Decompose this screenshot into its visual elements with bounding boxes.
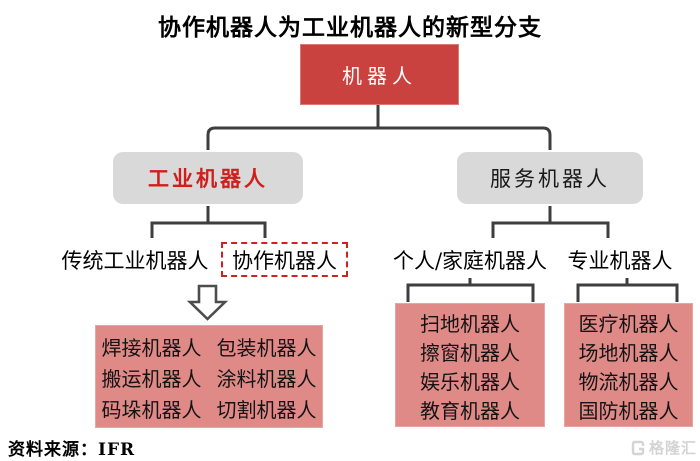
leaf-logistics-robot: 物流机器人 xyxy=(578,370,679,394)
list-item: 焊接机器人 包装机器人 xyxy=(96,333,322,364)
group-personal-robot-types: 扫地机器人 擦窗机器人 娱乐机器人 教育机器人 xyxy=(395,303,545,427)
gelonghui-logo: 格隆汇 xyxy=(630,437,697,458)
gelonghui-logo-text: 格隆汇 xyxy=(648,439,697,457)
leaf-window-cleaning-robot: 擦窗机器人 xyxy=(420,341,520,365)
leaf-education-robot: 教育机器人 xyxy=(420,399,520,423)
leaf-painting-robot: 涂料机器人 xyxy=(216,367,317,391)
leaf-sweeping-robot: 扫地机器人 xyxy=(420,312,520,336)
node-robot-root: 机器人 xyxy=(300,44,459,105)
node-collaborative-robot-label: 协作机器人 xyxy=(232,248,337,273)
data-source-label: 资料来源：IFR xyxy=(8,440,136,460)
node-robot-root-label: 机器人 xyxy=(342,64,417,88)
node-industrial-robot-label: 工业机器人 xyxy=(148,166,268,191)
leaf-packaging-robot: 包装机器人 xyxy=(216,336,317,360)
leaf-handling-robot: 搬运机器人 xyxy=(101,367,202,391)
leaf-palletizing-robot: 码垛机器人 xyxy=(101,398,202,422)
node-professional-robot: 专业机器人 xyxy=(567,249,673,273)
node-industrial-robot: 工业机器人 xyxy=(113,152,303,204)
group-industrial-robot-types: 焊接机器人 包装机器人 搬运机器人 涂料机器人 码垛机器人 切割机器人 xyxy=(95,325,323,428)
gelonghui-g-icon xyxy=(631,440,645,455)
leaf-defense-robot: 国防机器人 xyxy=(578,399,679,423)
leaf-entertainment-robot: 娱乐机器人 xyxy=(420,370,520,394)
diagram-title: 协作机器人为工业机器人的新型分支 xyxy=(158,14,542,41)
leaf-medical-robot: 医疗机器人 xyxy=(578,312,679,336)
list-item: 码垛机器人 切割机器人 xyxy=(96,395,322,426)
node-service-robot: 服务机器人 xyxy=(457,152,643,204)
node-collaborative-robot: 协作机器人 xyxy=(221,242,348,277)
leaf-welding-robot: 焊接机器人 xyxy=(101,336,202,360)
list-item: 搬运机器人 涂料机器人 xyxy=(96,364,322,395)
down-arrow-icon xyxy=(186,284,229,321)
leaf-cutting-robot: 切割机器人 xyxy=(216,398,317,422)
node-traditional-industrial-robot: 传统工业机器人 xyxy=(61,249,209,273)
node-personal-home-robot: 个人/家庭机器人 xyxy=(392,249,548,273)
node-service-robot-label: 服务机器人 xyxy=(490,167,610,191)
leaf-field-robot: 场地机器人 xyxy=(578,341,679,365)
group-professional-robot-types: 医疗机器人 场地机器人 物流机器人 国防机器人 xyxy=(564,303,693,427)
